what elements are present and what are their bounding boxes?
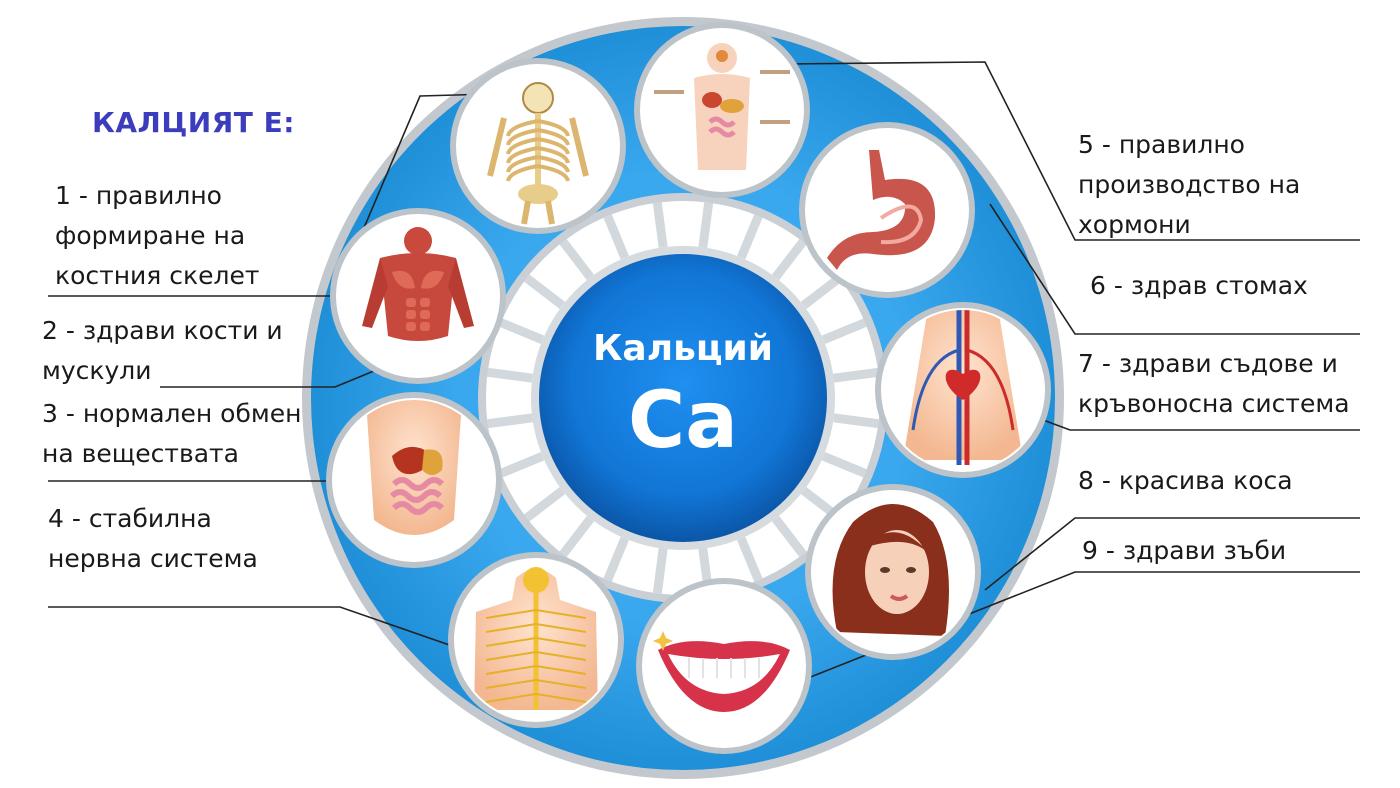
skeleton-icon [450,58,626,234]
ring-spoke [771,515,807,558]
label-6: 6 - здрав стомах [1090,266,1308,306]
label-7: 7 - здрави съдове и кръвоносна система [1078,344,1350,424]
circulatory-system-icon [875,302,1051,478]
center-symbol: Ca [628,376,738,466]
connector-8 [984,517,1360,591]
ring-spoke [737,214,763,260]
ring-spoke [499,318,545,344]
ring-spoke [499,452,545,478]
label-3: 3 - нормален обмен на веществата [42,394,301,474]
center-circle [539,254,827,542]
label-4-line-1: 4 - стабилна [48,504,212,533]
ring-spoke [833,367,879,383]
ring-spoke [559,515,595,558]
ring-spoke [800,274,843,310]
woman-hair-icon [805,484,981,660]
muscles-icon [330,208,506,384]
label-7-line-1: 7 - здрави съдове и [1078,349,1338,378]
ring-spoke [487,413,533,429]
label-7-line-2: кръвоносна система [1078,389,1350,418]
ring-spoke [603,214,629,260]
ring-spoke [487,367,533,383]
label-2-line-1: 2 - здрави кости и [42,316,283,345]
label-3-line-1: 3 - нормален обмен [42,399,302,428]
label-2-line-2: мускули [42,356,152,385]
label-9-line-1: 9 - здрави зъби [1082,536,1287,565]
ring-spoke [559,238,595,281]
label-1-line-2: формиране на [55,221,246,250]
ring-spoke [821,318,867,344]
ring-spoke [523,274,566,310]
ring-spoke [821,452,867,478]
connector-2 [160,365,387,388]
label-4: 4 - стабилна нервна система [48,499,258,579]
label-8-line-1: 8 - красива коса [1078,466,1293,495]
label-5-line-1: 5 - правилно [1078,130,1245,159]
ring-spoke [603,536,629,582]
label-6-line-1: 6 - здрав стомах [1090,271,1308,300]
connector-7 [1034,416,1360,431]
smile-teeth-icon [636,578,812,754]
stomach-icon [799,122,975,298]
label-2: 2 - здрави кости и мускули [42,311,283,391]
ring-spoke [652,202,668,248]
label-9: 9 - здрави зъби [1082,531,1286,571]
heading: КАЛЦИЯТ Е: [92,106,295,139]
ring-spoke [771,238,807,281]
label-8: 8 - красива коса [1078,461,1293,501]
label-1-line-3: костния скелет [55,261,260,290]
ring-spoke [523,486,566,522]
connector-4 [48,606,485,658]
center-name: Кальций [593,328,773,369]
label-5-line-3: хормони [1078,210,1191,239]
label-4-line-2: нервна система [48,544,258,573]
ring-spoke [698,202,714,248]
label-5-line-2: производство на [1078,170,1301,199]
ring-spoke [652,548,668,594]
label-1-line-1: 1 - правилно [55,181,222,210]
endocrine-system-icon [634,22,810,198]
label-1: 1 - правилно формиране на костния скелет [55,176,259,296]
label-5: 5 - правилно производство на хормони [1078,125,1300,245]
ring-spoke [737,536,763,582]
digestive-organs-icon [326,392,502,568]
connector-5 [785,61,1360,241]
label-3-line-2: на веществата [42,439,239,468]
connector-1 [48,93,493,297]
nervous-system-icon [448,552,624,728]
ring-spoke [833,413,879,429]
connector-6 [989,203,1360,335]
